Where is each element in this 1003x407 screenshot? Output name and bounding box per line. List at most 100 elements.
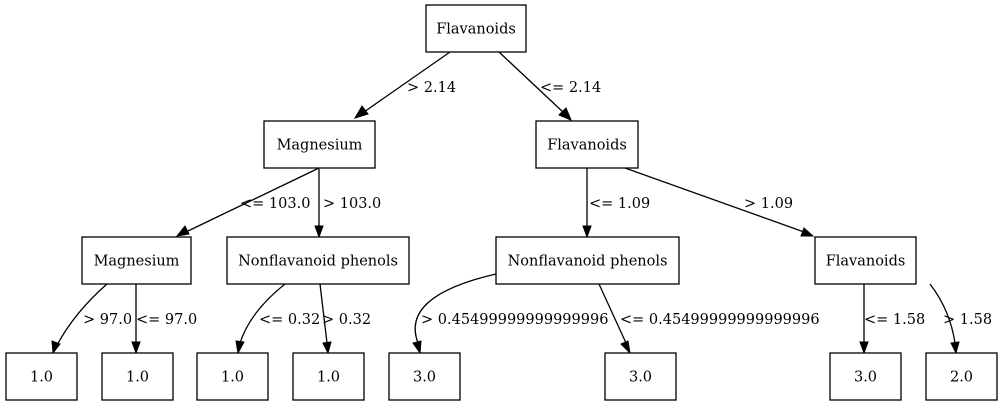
node-label: 1.0: [30, 370, 53, 386]
node-box: [292, 352, 365, 401]
tree-edge: > 1.58: [929, 283, 992, 355]
node-box: [196, 352, 269, 401]
edge-line: [929, 283, 956, 344]
node-label: Flavanoids: [436, 22, 516, 38]
leaf-node: 3.0: [604, 352, 677, 401]
edge-line: [624, 167, 805, 233]
node-label: Magnesium: [94, 254, 180, 270]
edge-line: [56, 283, 108, 346]
arrowhead-icon: [950, 341, 960, 355]
arrowhead-icon: [235, 340, 245, 355]
node-box: [535, 120, 639, 169]
edge-label: > 97.0: [83, 312, 132, 328]
arrowhead-icon: [51, 340, 61, 355]
edge-label: <= 2.14: [540, 80, 601, 96]
split-node: Flavanoids: [425, 4, 527, 53]
edge-label: > 1.09: [744, 196, 793, 212]
tree-edge: > 97.0: [51, 283, 132, 355]
tree-edge: > 1.09: [624, 167, 815, 237]
edge-line: [498, 51, 564, 113]
edge-label: <= 0.45499999999999996: [620, 312, 820, 328]
node-box: [5, 352, 78, 401]
tree-edge: <= 97.0: [131, 284, 197, 355]
leaf-node: 2.0: [925, 352, 998, 401]
node-box: [495, 236, 680, 285]
split-node: Nonflavanoid phenols: [495, 236, 680, 285]
node-label: Nonflavanoid phenols: [238, 254, 398, 270]
arrowhead-icon: [353, 105, 369, 119]
node-label: 1.0: [221, 370, 244, 386]
tree-edge: > 2.14: [353, 51, 456, 119]
node-box: [814, 236, 917, 285]
node-box: [829, 352, 902, 401]
node-box: [925, 352, 998, 401]
node-box: [263, 120, 376, 169]
node-box: [388, 352, 461, 401]
node-label: Flavanoids: [826, 254, 906, 270]
node-box: [226, 236, 410, 285]
leaf-node: 1.0: [292, 352, 365, 401]
leaf-node: 1.0: [101, 352, 174, 401]
arrowhead-icon: [558, 107, 572, 121]
arrowhead-icon: [620, 340, 631, 355]
split-node: Magnesium: [81, 236, 192, 285]
edge-line: [187, 167, 320, 232]
leaf-node: 3.0: [388, 352, 461, 401]
edge-label: <= 97.0: [136, 312, 197, 328]
leaf-node: 1.0: [196, 352, 269, 401]
tree-edge: <= 2.14: [498, 51, 601, 121]
node-label: Magnesium: [277, 138, 363, 154]
node-label: 1.0: [317, 370, 340, 386]
edge-label: <= 103.0: [240, 196, 310, 212]
tree-edge: <= 1.09: [582, 168, 650, 239]
node-box: [81, 236, 192, 285]
edge-line: [239, 283, 286, 344]
edge-label: > 0.45499999999999996: [421, 312, 608, 328]
node-label: Flavanoids: [547, 138, 627, 154]
split-node: Nonflavanoid phenols: [226, 236, 410, 285]
arrowhead-icon: [859, 341, 869, 355]
tree-edge: > 103.0: [314, 168, 381, 239]
arrowhead-icon: [800, 227, 815, 237]
node-label: 1.0: [126, 370, 149, 386]
node-box: [425, 4, 527, 53]
edge-label: <= 1.09: [589, 196, 650, 212]
node-label: 3.0: [413, 370, 436, 386]
tree-edge: > 0.45499999999999996: [412, 273, 608, 355]
split-node: Magnesium: [263, 120, 376, 169]
arrowhead-icon: [175, 225, 190, 237]
edges-layer: > 2.14 <= 2.14 <= 103.0 > 103.0 <= 1.09 > 1.0…: [51, 51, 992, 355]
arrowhead-icon: [412, 340, 422, 355]
node-label: 3.0: [629, 370, 652, 386]
tree-edge: > 0.32: [319, 283, 371, 355]
edge-label: > 2.14: [407, 80, 456, 96]
arrowhead-icon: [314, 225, 324, 239]
tree-edge: <= 103.0: [175, 167, 320, 237]
tree-edge: <= 0.45499999999999996: [598, 283, 820, 355]
edge-line: [598, 283, 627, 344]
node-box: [101, 352, 174, 401]
arrowhead-icon: [322, 341, 332, 355]
edge-label: > 0.32: [322, 312, 371, 328]
edge-line: [319, 283, 328, 344]
arrowhead-icon: [131, 341, 141, 355]
edge-line: [414, 273, 497, 344]
tree-edge: <= 0.32: [235, 283, 320, 355]
node-label: 3.0: [854, 370, 877, 386]
edge-label: > 103.0: [323, 196, 381, 212]
leaf-node: 3.0: [829, 352, 902, 401]
split-node: Flavanoids: [814, 236, 917, 285]
node-label: Nonflavanoid phenols: [508, 254, 668, 270]
arrowhead-icon: [582, 225, 592, 239]
edge-label: <= 0.32: [259, 312, 320, 328]
tree-edge: <= 1.58: [859, 284, 925, 355]
split-node: Flavanoids: [535, 120, 639, 169]
leaf-node: 1.0: [5, 352, 78, 401]
edge-line: [363, 51, 451, 113]
node-label: 2.0: [950, 370, 973, 386]
edge-label: <= 1.58: [864, 312, 925, 328]
edge-label: > 1.58: [943, 312, 992, 328]
node-box: [604, 352, 677, 401]
